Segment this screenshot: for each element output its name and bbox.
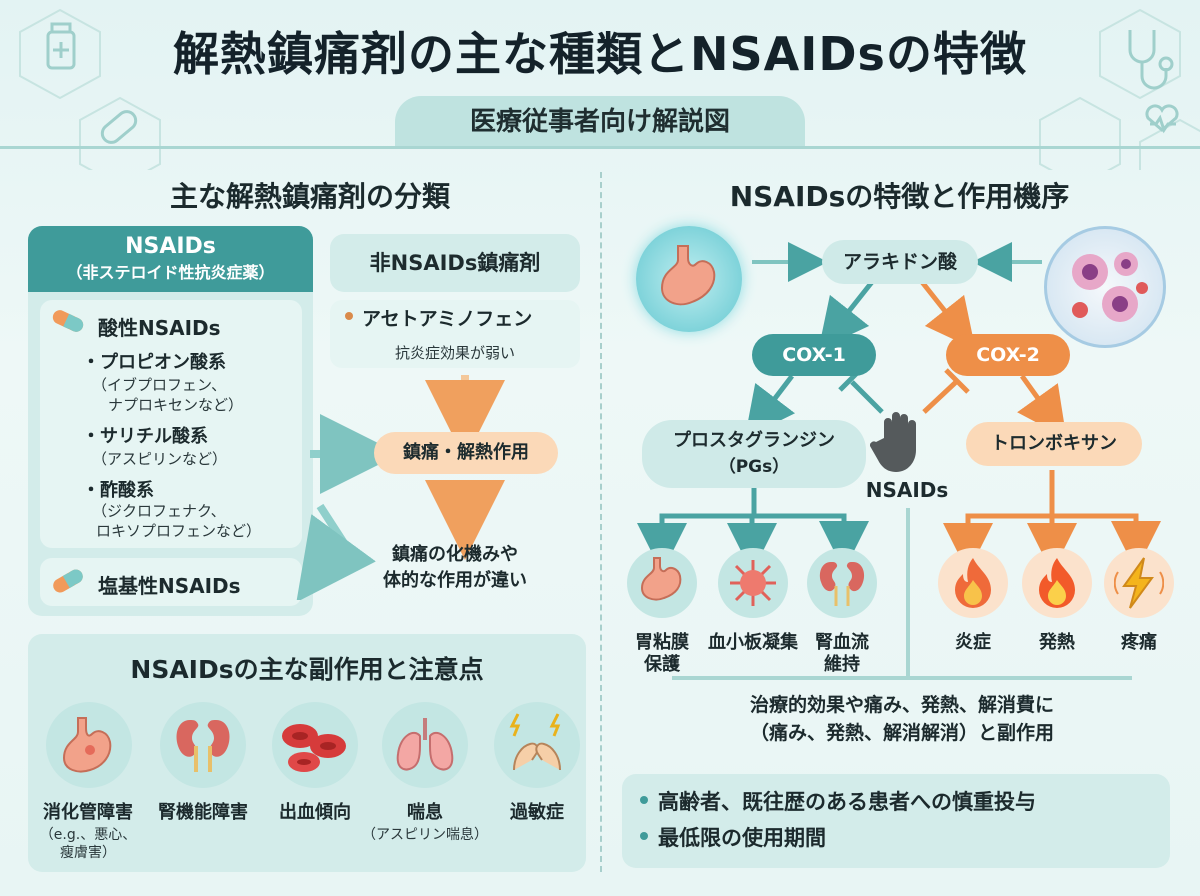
effect-label: 鎮痛・解熱作用	[374, 432, 558, 474]
medicine-bottle-icon	[46, 22, 76, 70]
prostaglandin-label: プロスタグランジン	[673, 430, 835, 451]
lungs-icon-bg	[382, 702, 468, 788]
left-arrows	[296, 375, 505, 600]
platelet-icon	[730, 560, 776, 606]
effect-renal-1: 腎血流	[815, 632, 869, 653]
capsule-icon	[53, 569, 83, 593]
lightning-icon	[1114, 557, 1164, 609]
nsaids-subtitle: （非ステロイド性抗炎症薬）	[66, 263, 275, 282]
blood-cell-icon	[282, 724, 346, 772]
acetaminophen-note: 抗炎症効果が弱い	[394, 344, 515, 362]
acetaminophen-box	[330, 300, 580, 368]
caution-box	[622, 774, 1170, 868]
thromboxane-label: トロンボキサン	[966, 422, 1142, 466]
acetaminophen-label: アセトアミノフェン	[362, 308, 533, 330]
group-acetic: ・酢酸系	[82, 480, 154, 501]
stethoscope-icon	[1128, 30, 1174, 90]
summary-line-1: 治療的効果や痛み、発熱、解消費に	[749, 694, 1054, 716]
caution-2: 最低限の使用期間	[658, 826, 826, 850]
prostaglandin-abbr: （PGs）	[718, 457, 790, 477]
nsaids-title: NSAIDs	[125, 234, 216, 259]
fire-icon	[1039, 558, 1075, 608]
side-effect-asthma-note: （アスピリン喘息）	[362, 827, 488, 843]
side-effect-asthma: 喘息	[407, 802, 443, 823]
capsule-icon	[52, 310, 84, 332]
basic-nsaids-panel	[40, 558, 302, 606]
side-effect-gi-note1: （e.g.、悪心、	[39, 827, 137, 843]
effect-gastric-1: 胃粘膜	[635, 632, 689, 653]
group-propionic-ex2: ナプロキセンなど）	[108, 396, 244, 414]
effect-pain: 疼痛	[1121, 632, 1157, 653]
prostaglandin-box: プロスタグランジン （PGs）	[642, 420, 866, 488]
side-effect-hypersensitivity: 過敏症	[510, 802, 564, 823]
arachidonic-acid: アラキドン酸	[822, 240, 978, 284]
acidic-nsaids-panel	[40, 300, 302, 548]
nsaids-header: NSAIDs （非ステロイド性抗炎症薬）	[28, 226, 313, 292]
bullet-dot	[640, 796, 648, 804]
hex-background	[19, 8, 1200, 170]
effect-renal-2: 維持	[824, 654, 860, 675]
page-subtitle: 医療従事者向け解説図	[395, 96, 805, 148]
mechanism-note-2: 体的な作用が違い	[383, 570, 527, 591]
group-salicylic-ex1: （アスピリンなど）	[92, 450, 228, 468]
cells-icon	[1072, 252, 1148, 322]
group-propionic-ex1: （イブプロフェン、	[92, 376, 227, 394]
cox2-label: COX-2	[946, 334, 1070, 376]
allergy-icon	[509, 713, 561, 771]
basic-nsaids-title: 塩基性NSAIDs	[98, 574, 241, 598]
caution-1: 高齢者、既往歴のある患者への慎重投与	[658, 790, 1036, 814]
non-nsaids-title: 非NSAIDs鎮痛剤	[330, 234, 580, 292]
effect-platelet: 血小板凝集	[708, 632, 798, 653]
renal-icon-bg	[807, 548, 877, 618]
side-effect-gi-note2: 瘦膚害）	[60, 845, 116, 861]
heart-monitor-icon	[1145, 104, 1179, 134]
page-title: 解熱鎮痛剤の主な種類とNSAIDsの特徴	[173, 27, 1027, 81]
center-divider	[600, 172, 602, 872]
side-effect-bleeding: 出血傾向	[279, 802, 351, 823]
flame-icon	[955, 558, 991, 608]
header-line	[0, 146, 1200, 149]
side-effects-title: NSAIDsの主な副作用と注意点	[130, 655, 484, 684]
group-acetic-ex1: （ジクロフェナク、	[92, 502, 226, 520]
mechanism-note-1: 鎮痛の化機みや	[392, 544, 518, 565]
stomach-icon	[640, 557, 682, 601]
lungs-icon	[396, 718, 454, 771]
group-propionic: ・プロピオン酸系	[82, 352, 226, 373]
group-salicylic: ・サリチル酸系	[82, 426, 208, 447]
mechanism-arrows	[637, 242, 1161, 680]
bullet-dot	[640, 832, 648, 840]
summary-line-2: （痛み、発熱、解消解消）と副作用	[749, 722, 1054, 744]
effect-fever: 発熱	[1039, 632, 1075, 653]
left-section-title: 主な解熱鎮痛剤の分類	[169, 180, 450, 213]
pill-icon	[100, 110, 138, 144]
kidney-icon-bg	[160, 702, 246, 788]
right-section-title: NSAIDsの特徴と作用機序	[729, 180, 1070, 213]
stomach-icon	[62, 717, 112, 773]
bullet-dot	[345, 312, 353, 320]
side-effect-gi: 消化管障害	[43, 802, 133, 823]
acidic-nsaids-title: 酸性NSAIDs	[98, 316, 221, 340]
cox1-label: COX-1	[752, 334, 876, 376]
side-effect-kidney: 腎機能障害	[158, 802, 248, 823]
nsaids-label: NSAIDs	[865, 478, 949, 502]
effect-inflammation: 炎症	[955, 632, 991, 653]
group-acetic-ex2: ロキソプロフェンなど）	[96, 522, 262, 540]
stop-hand-icon	[870, 412, 916, 472]
kidney-icon	[176, 720, 230, 772]
stomach-icon	[660, 245, 716, 306]
kidney-icon	[819, 562, 865, 606]
effect-gastric-2: 保護	[644, 654, 680, 675]
